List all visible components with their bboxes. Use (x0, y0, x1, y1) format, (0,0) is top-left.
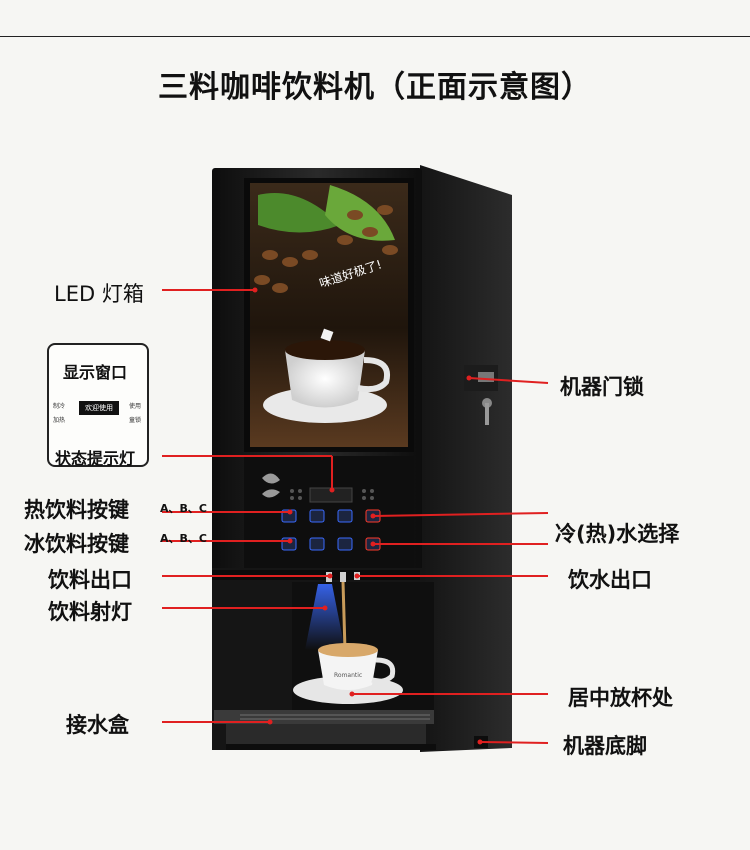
label-hot-abc: A、B、C (160, 502, 207, 515)
label-ice-abc: A、B、C (160, 532, 207, 545)
key-icon (478, 372, 494, 425)
status-light-label: 状态提示灯 (55, 449, 136, 468)
cup-brand-text: Romantic (334, 672, 363, 679)
drink-spotlight (305, 584, 345, 650)
label-hot-buttons: 热饮料按键 (24, 498, 129, 522)
label-outlet: 饮料出口 (48, 568, 132, 592)
callout-text-2: 使用 (129, 403, 142, 410)
callout-text-3: 加热 (53, 417, 66, 424)
label-spotlight: 饮料射灯 (48, 600, 132, 624)
callout-text-1: 制冷 (53, 403, 66, 410)
label-water-select: 冷(热)水选择 (555, 522, 680, 546)
label-cup-center: 居中放杯处 (568, 686, 673, 710)
leader-lines (69, 289, 549, 744)
display-callout: 显示窗口 欢迎使用 制冷 使用 加热 童锁 状态提示灯 (47, 343, 149, 468)
label-feet: 机器底脚 (563, 734, 647, 758)
callout-screen: 欢迎使用 (79, 401, 119, 415)
page-title: 三料咖啡饮料机（正面示意图） (158, 70, 592, 105)
top-rule (0, 36, 750, 37)
label-led-box: LED 灯箱 (54, 282, 144, 306)
label-water-outlet: 饮水出口 (568, 568, 652, 592)
leader-dots (67, 287, 483, 745)
machine-front (212, 168, 488, 750)
label-door-lock: 机器门锁 (560, 375, 644, 399)
display-window-label: 显示窗口 (63, 363, 128, 382)
callout-text-4: 童锁 (129, 417, 142, 424)
label-drip-tray: 接水盒 (66, 713, 129, 737)
label-ice-buttons: 冰饮料按键 (24, 532, 129, 556)
